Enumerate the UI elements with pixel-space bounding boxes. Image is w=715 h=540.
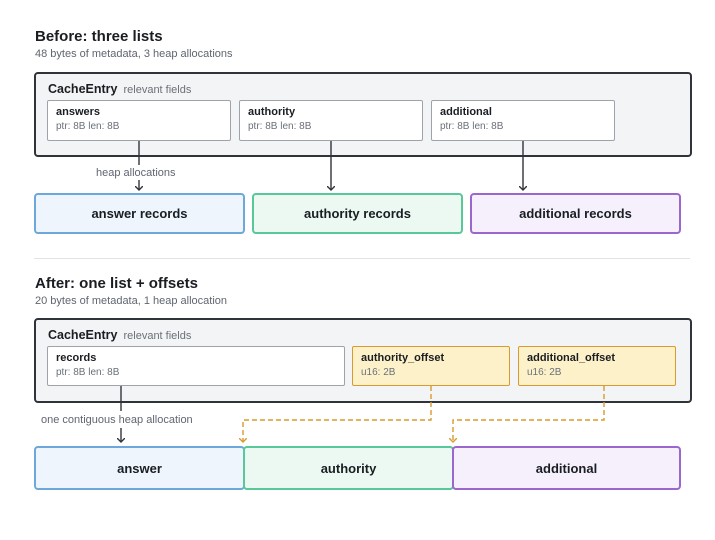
before-field-answers: answers ptr: 8B len: 8B (47, 100, 231, 141)
additional-offset-arrow (453, 386, 605, 442)
answer-records-box: answer records (34, 193, 245, 234)
additional-segment: additional (452, 446, 681, 490)
after-struct-title: CacheEntry relevant fields (48, 328, 191, 342)
after-title: After: one list + offsets (35, 275, 198, 292)
before-title: Before: three lists (35, 28, 163, 45)
field-meta: ptr: 8B len: 8B (56, 121, 120, 132)
field-meta: u16: 2B (361, 367, 396, 378)
after-field-authority-offset: authority_offset u16: 2B (352, 346, 510, 386)
field-name: authority_offset (361, 352, 445, 364)
after-struct-name: CacheEntry (48, 328, 118, 342)
field-name: additional (440, 106, 492, 118)
authority-segment: authority (243, 446, 454, 490)
field-name: records (56, 352, 97, 364)
field-meta: ptr: 8B len: 8B (248, 121, 312, 132)
section-divider (34, 258, 690, 259)
after-field-records: records ptr: 8B len: 8B (47, 346, 345, 386)
after-struct-note: relevant fields (123, 330, 192, 342)
before-struct-name: CacheEntry (48, 82, 118, 96)
before-field-authority: authority ptr: 8B len: 8B (239, 100, 423, 141)
authority-records-box: authority records (252, 193, 463, 234)
before-struct-note: relevant fields (123, 84, 192, 96)
field-meta: ptr: 8B len: 8B (56, 367, 120, 378)
before-edge-label: heap allocations (96, 167, 176, 179)
field-meta: ptr: 8B len: 8B (440, 121, 504, 132)
field-name: additional_offset (527, 352, 616, 364)
before-struct-title: CacheEntry relevant fields (48, 82, 191, 96)
answer-segment: answer (34, 446, 245, 490)
before-field-additional: additional ptr: 8B len: 8B (431, 100, 615, 141)
before-subtitle: 48 bytes of metadata, 3 heap allocations (35, 48, 233, 60)
field-name: answers (56, 106, 101, 118)
after-subtitle: 20 bytes of metadata, 1 heap allocation (35, 295, 228, 307)
additional-records-box: additional records (470, 193, 681, 234)
authority-offset-arrow (243, 386, 432, 442)
field-meta: u16: 2B (527, 367, 562, 378)
after-edge-label: one contiguous heap allocation (41, 414, 193, 426)
field-name: authority (248, 106, 296, 118)
after-field-additional-offset: additional_offset u16: 2B (518, 346, 676, 386)
